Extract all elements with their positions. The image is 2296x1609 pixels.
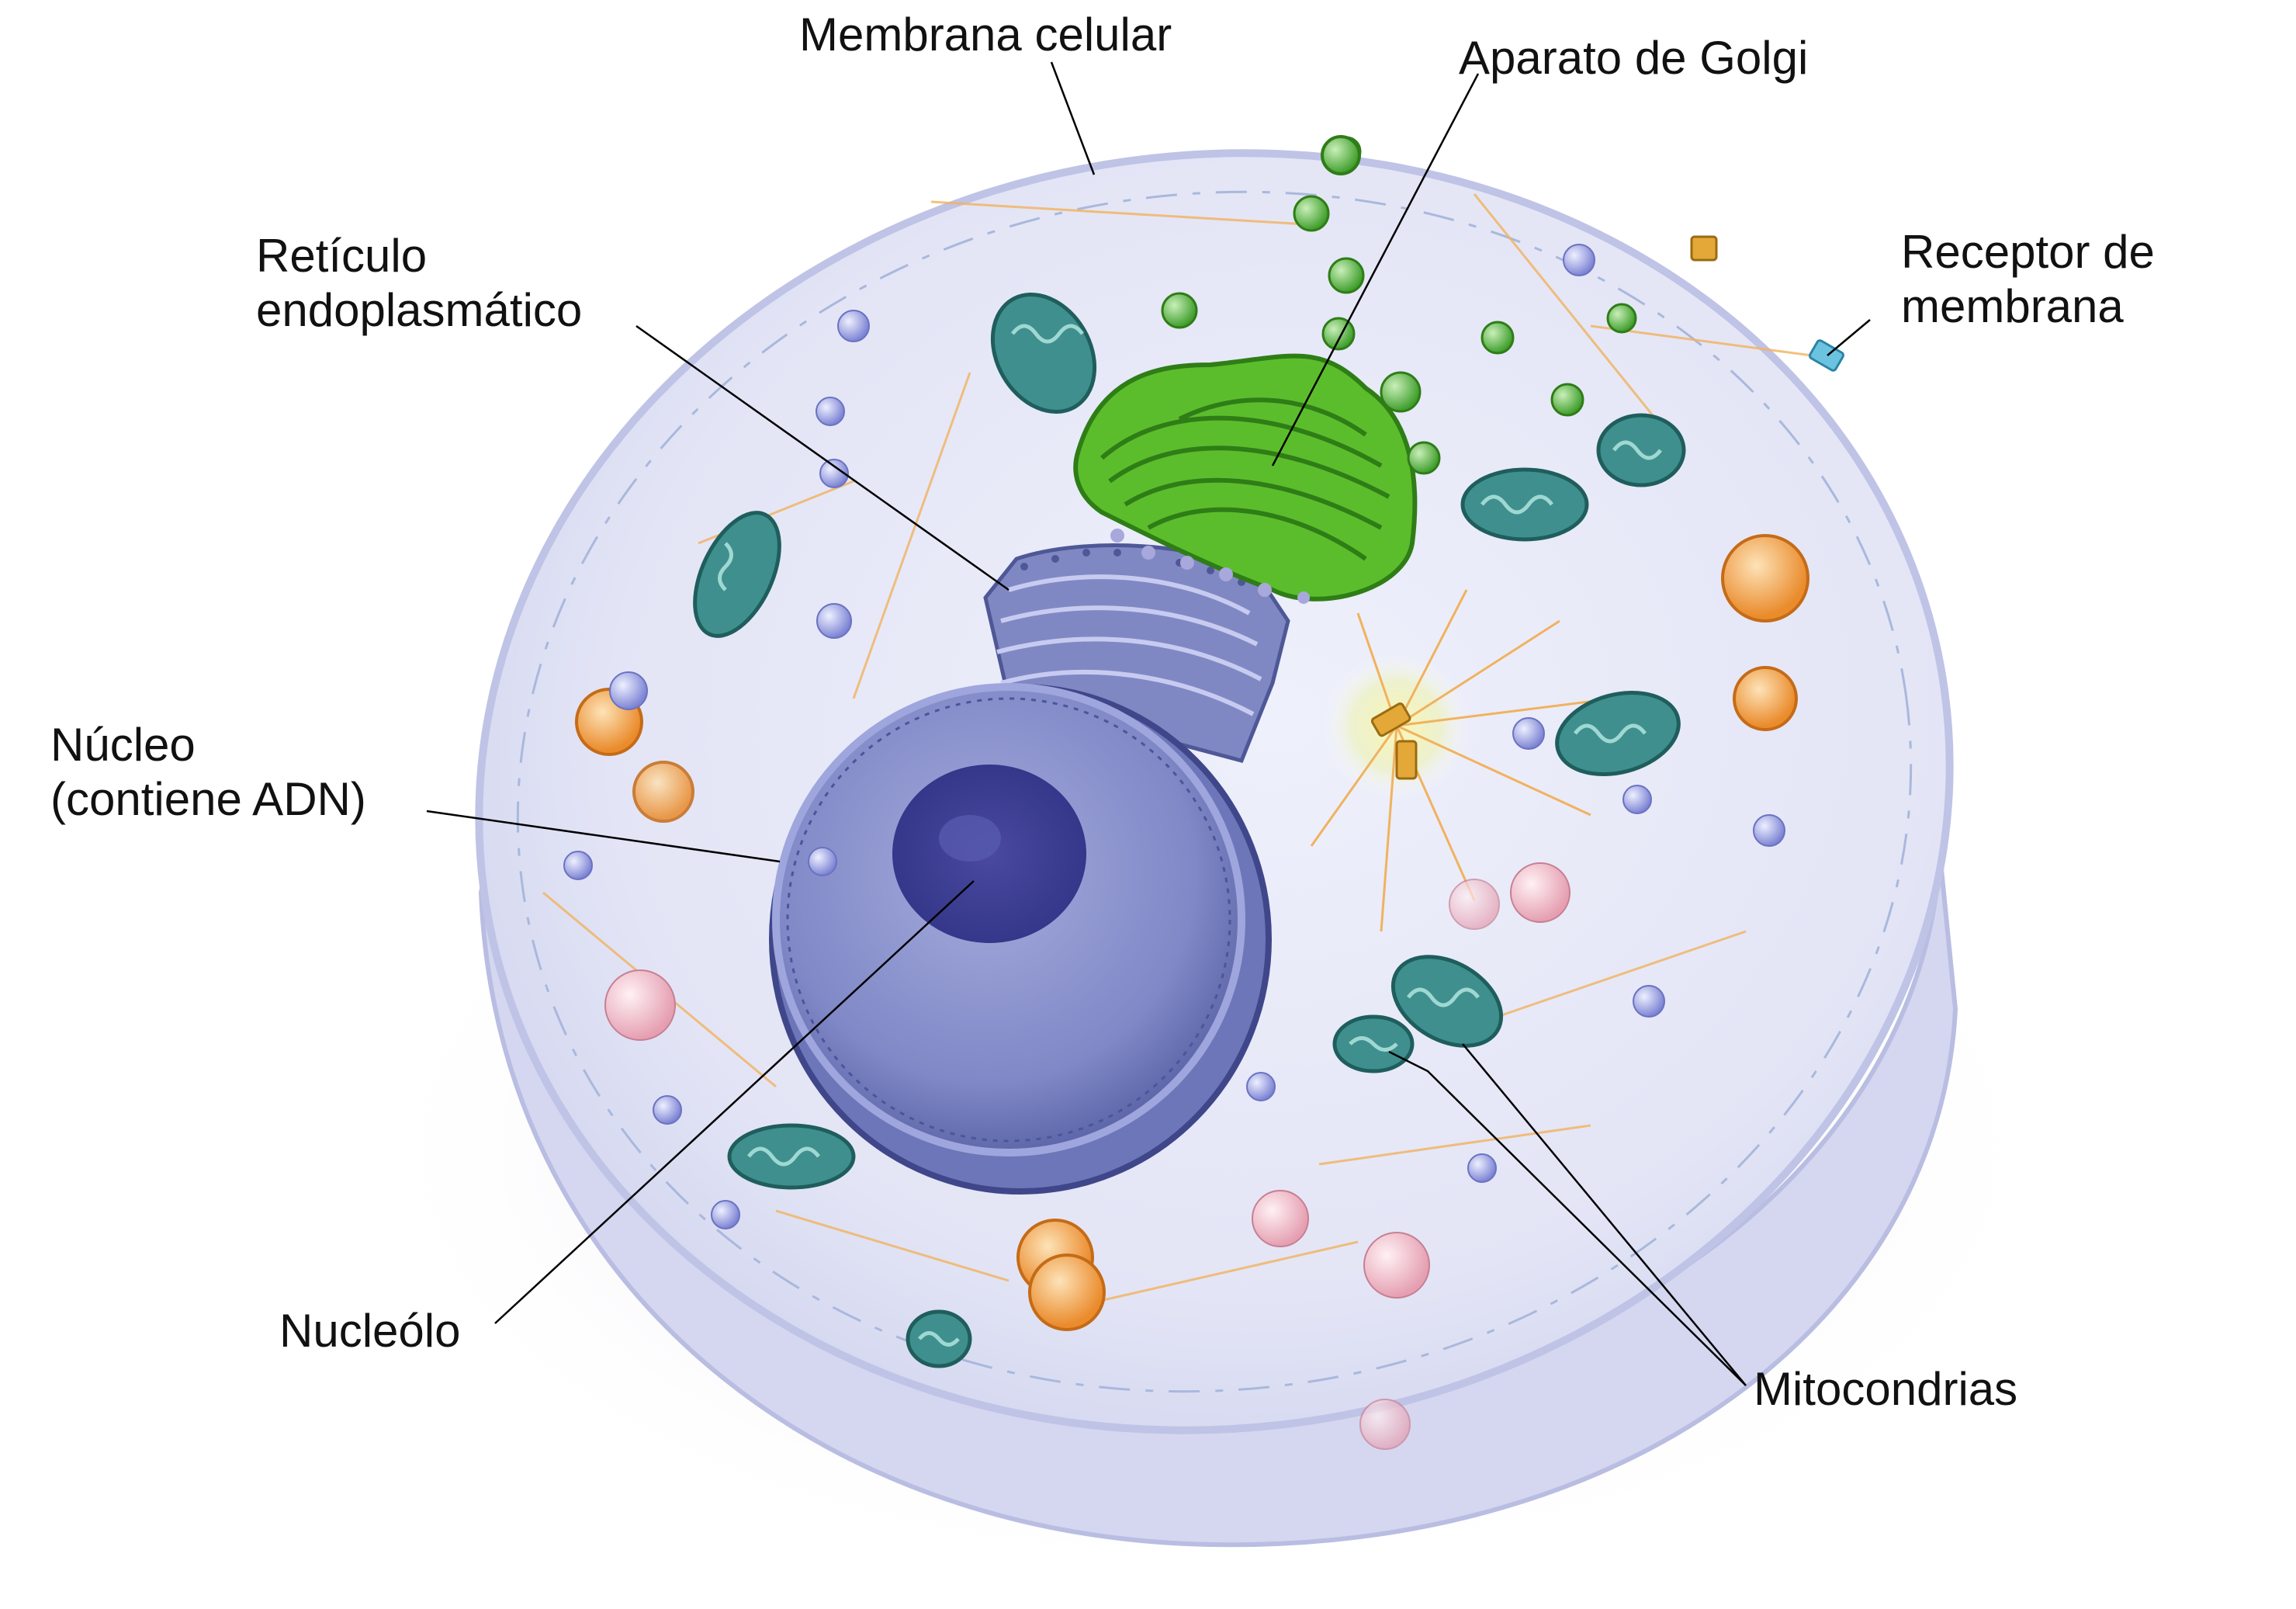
leader-mitocondrias xyxy=(1388,1050,1747,1386)
label-nucleo-line1: Núcleo xyxy=(50,719,196,771)
label-nucleo-line2: (contiene ADN) xyxy=(50,773,366,825)
label-membrana-celular-text: Membrana celular xyxy=(799,9,1172,61)
label-aparato-golgi: Aparato de Golgi xyxy=(1459,31,1808,85)
leader-reticulo xyxy=(635,324,1009,591)
leader-membrana-celular xyxy=(1050,61,1096,175)
centrosome xyxy=(1310,589,1615,932)
pink-vesicles xyxy=(604,862,1570,1450)
leader-nucleolo xyxy=(494,880,975,1324)
leader-receptor xyxy=(1827,319,1871,356)
label-reticulo-endoplasmatico: Retículo endoplasmático xyxy=(256,229,582,338)
label-nucleolo-text: Nucleólo xyxy=(279,1305,461,1357)
label-receptor-membrana: Receptor de membrana xyxy=(1901,225,2155,334)
label-membrana-celular: Membrana celular xyxy=(799,8,1172,62)
label-nucleolo: Nucleólo xyxy=(279,1304,460,1358)
membrane-receptors xyxy=(1321,135,1844,372)
label-receptor-line2: membrana xyxy=(1901,280,2124,332)
blue-vesicles xyxy=(563,244,1785,1229)
leader-aparato-golgi xyxy=(1271,73,1480,466)
mitochondria-cristae xyxy=(718,324,1662,1347)
cell-membrane-inner xyxy=(516,190,1913,1393)
label-aparato-golgi-text: Aparato de Golgi xyxy=(1459,32,1809,84)
leader-mitocondrias-2 xyxy=(1462,1043,1747,1386)
label-receptor-line1: Receptor de xyxy=(1901,226,2155,278)
lysosomes xyxy=(575,534,1809,1331)
nucleolus xyxy=(892,765,1086,943)
leader-lines xyxy=(426,61,1871,1386)
label-mitocondrias: Mitocondrias xyxy=(1754,1362,2017,1417)
label-mitocondrias-text: Mitocondrias xyxy=(1754,1363,2018,1415)
label-nucleo: Núcleo (contiene ADN) xyxy=(50,718,366,827)
leader-nucleo xyxy=(426,810,781,863)
label-reticulo-line1: Retículo xyxy=(256,230,428,282)
golgi-apparatus xyxy=(1073,353,1418,604)
label-reticulo-line2: endoplasmático xyxy=(256,284,583,336)
nucleus xyxy=(769,683,1272,1195)
mitochondria-group xyxy=(693,293,1686,1368)
